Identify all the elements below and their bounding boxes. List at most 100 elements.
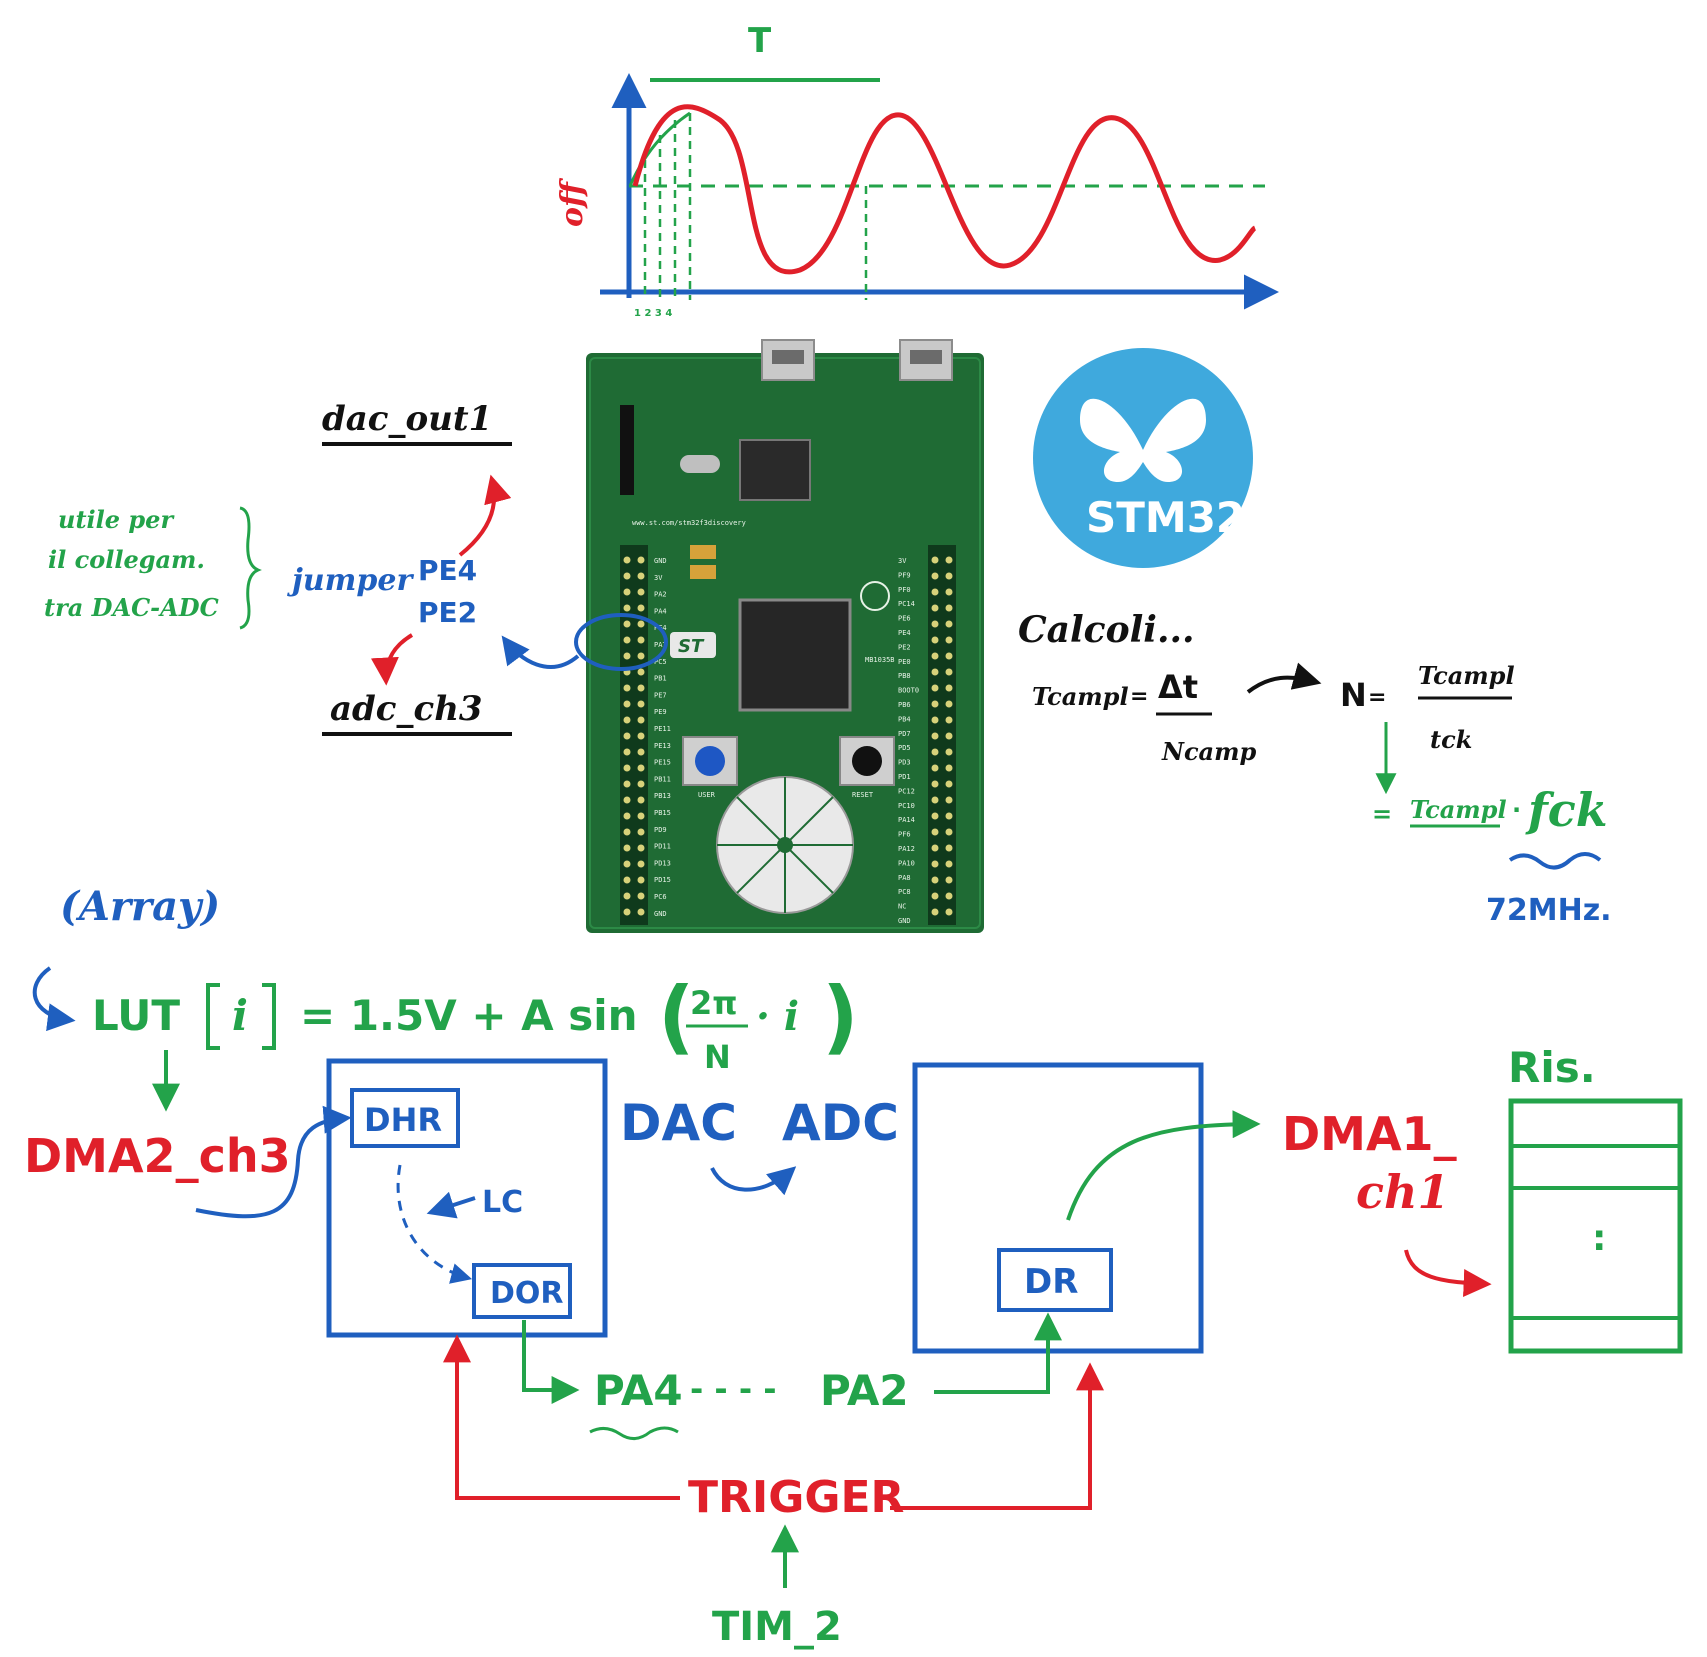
header-pin — [637, 796, 645, 804]
arrow-dma1-to-ris — [1404, 1249, 1492, 1298]
pa4-squiggle — [589, 1426, 679, 1440]
dma-adc-line-2: ch1 — [1356, 1165, 1449, 1219]
header-pin — [637, 620, 645, 628]
right-pin-label: PD7 — [898, 730, 911, 738]
calc-denominator: Ncamp — [1161, 737, 1256, 766]
ris-buffer — [1508, 1098, 1683, 1354]
formula-tail: · i — [756, 993, 799, 1040]
header-pin — [931, 796, 939, 804]
left-pin-label: PE9 — [654, 708, 667, 716]
header-pin — [623, 892, 631, 900]
right-pin-label: PF0 — [898, 586, 911, 594]
left-pin-label: PE7 — [654, 691, 667, 699]
right-pin-label: GND — [898, 917, 911, 925]
left-pin-label: PB1 — [654, 675, 667, 683]
header-pin — [623, 556, 631, 564]
header-pin — [623, 876, 631, 884]
header-pin — [637, 844, 645, 852]
header-pin — [623, 812, 631, 820]
header-pin — [637, 732, 645, 740]
formula-open-paren: ( — [658, 970, 695, 1063]
left-pin-label: PB11 — [654, 775, 671, 783]
left-pin-label: GND — [654, 557, 667, 565]
arrow-dma-to-dhr — [195, 1105, 352, 1219]
formula-frac-den: N — [704, 1038, 731, 1076]
formula-close-paren: ) — [822, 970, 859, 1063]
header-pin — [623, 652, 631, 660]
rise-sketch — [628, 111, 691, 187]
right-pin-label: PF6 — [898, 831, 911, 839]
header-pin — [931, 636, 939, 644]
trigger-label: TRIGGER — [688, 1472, 904, 1523]
right-pin-label: PA14 — [898, 816, 915, 824]
header-pin — [945, 876, 953, 884]
calc-arrow — [1246, 662, 1322, 694]
left-pin-label: PC6 — [654, 893, 667, 901]
header-pin — [623, 780, 631, 788]
jumper-label: jumper — [287, 563, 414, 598]
header-pin — [623, 828, 631, 836]
right-pin-label: PE2 — [898, 643, 911, 651]
header-pin — [637, 588, 645, 596]
header-pin — [931, 620, 939, 628]
left-pin-label: 3V — [654, 574, 663, 582]
right-pin-label: PC8 — [898, 888, 911, 896]
pin-dots — [623, 556, 953, 916]
header-pin — [945, 812, 953, 820]
header-pin — [931, 604, 939, 612]
left-pin-label: PD9 — [654, 826, 667, 834]
header-pin — [623, 732, 631, 740]
header-pin — [945, 700, 953, 708]
header-pin — [931, 876, 939, 884]
header-pin — [945, 908, 953, 916]
header-pin — [931, 572, 939, 580]
header-pin — [931, 732, 939, 740]
calc-result-term: Tcampl — [1410, 795, 1507, 824]
jumper-pin-1: PE4 — [418, 554, 477, 587]
left-pin-label: PD11 — [654, 843, 671, 851]
lut-label: LUT — [92, 991, 180, 1040]
header-pin — [637, 748, 645, 756]
left-pin-label: PA2 — [654, 591, 667, 599]
right-pin-label: PA10 — [898, 859, 915, 867]
user-button-label: USER — [698, 791, 716, 799]
header-pin — [931, 908, 939, 916]
header-pin — [931, 700, 939, 708]
sample-lines — [643, 113, 868, 300]
lc-label: LC — [482, 1185, 523, 1220]
header-pin — [623, 716, 631, 724]
calc-notes: Calcoli... Tcampl = Δt Ncamp N = Tcampl … — [1018, 609, 1612, 928]
header-pin — [623, 860, 631, 868]
arrow-dor-to-pa4 — [522, 1320, 580, 1404]
header-pin — [637, 684, 645, 692]
swd-header — [620, 405, 634, 495]
header-pin — [637, 636, 645, 644]
dor-register — [472, 1263, 572, 1319]
right-pin-label: PB4 — [898, 715, 911, 723]
header-pin — [931, 860, 939, 868]
pa4-label: PA4 — [594, 1366, 683, 1415]
arrow-trigger-to-adc — [890, 1362, 1104, 1510]
ris-dots: : — [1592, 1218, 1606, 1259]
array-label: (Array) — [60, 883, 220, 930]
header-pin — [637, 764, 645, 772]
header-pin — [931, 748, 939, 756]
array-arrow — [32, 966, 76, 1032]
ce-mark — [860, 581, 890, 611]
header-pin — [931, 556, 939, 564]
sine-wave — [632, 104, 1257, 275]
header-pin — [623, 748, 631, 756]
header-pin — [623, 572, 631, 580]
utile-line-3: tra DAC-ADC — [44, 593, 219, 622]
st-logo: ST — [678, 636, 705, 657]
lut-index: i — [232, 991, 248, 1040]
arrow-to-dac-out — [458, 474, 512, 557]
header-pin — [623, 588, 631, 596]
header-pin — [637, 860, 645, 868]
arrow-to-adc-ch — [370, 633, 414, 686]
pa2-label: PA2 — [820, 1366, 909, 1415]
dr-register — [997, 1248, 1113, 1312]
header-pin — [931, 764, 939, 772]
header-pin — [623, 764, 631, 772]
